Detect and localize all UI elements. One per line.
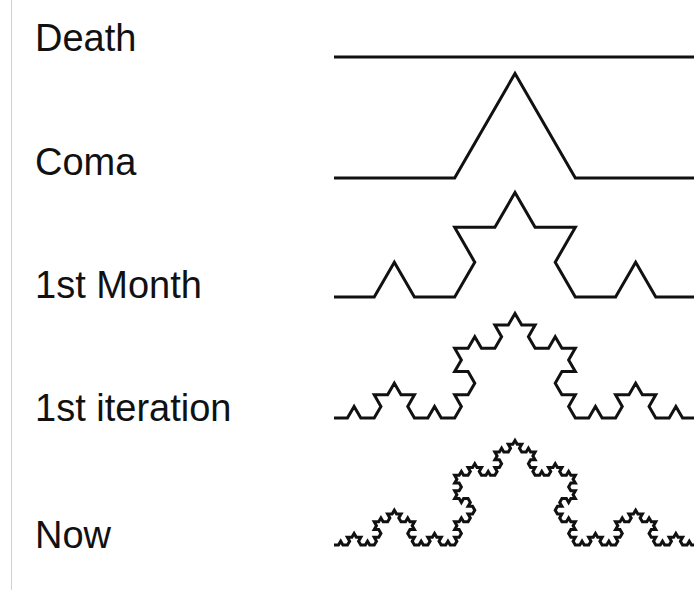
stage-label: 1st iteration [35, 386, 231, 430]
koch-curve [334, 193, 694, 298]
koch-curve [334, 441, 694, 546]
left-rule [11, 0, 12, 590]
stage-label: Death [35, 16, 136, 60]
koch-curve [334, 314, 694, 419]
stage-label: Now [35, 513, 111, 557]
koch-curve-group [334, 57, 694, 545]
koch-curve [334, 56, 694, 59]
stage-label: 1st Month [35, 263, 202, 307]
koch-curve [334, 74, 694, 179]
stage-label: Coma [35, 140, 136, 184]
